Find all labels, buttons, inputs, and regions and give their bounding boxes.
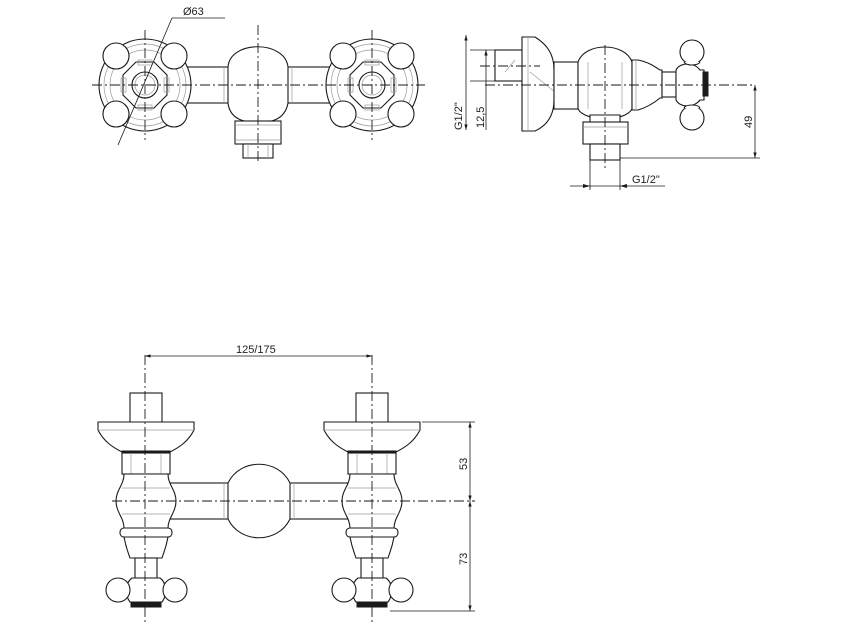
side-offset-label: 12,5	[475, 107, 487, 128]
front-view: 125/175 53 73	[97, 344, 475, 625]
diameter-dimension: Ø63	[117, 6, 225, 146]
centre-distance-dimension: 125/175	[145, 344, 372, 358]
height-lower-label: 73	[458, 553, 470, 565]
centre-distance-label: 125/175	[236, 344, 276, 356]
side-view: G1/2" 12,5 49 G1/2"	[453, 35, 760, 190]
diameter-label: Ø63	[183, 6, 204, 18]
height-dimensions: 53 73	[390, 421, 475, 612]
side-inlet-dimension: G1/2"	[453, 35, 468, 130]
front-view-left-valve	[97, 392, 195, 608]
height-upper-label: 53	[458, 458, 470, 470]
side-outlet-thread-label: G1/2"	[632, 174, 660, 186]
side-height-dimension: 49	[620, 85, 760, 159]
top-view: Ø63	[92, 6, 425, 162]
side-outlet-dimension: G1/2"	[570, 160, 665, 190]
side-height-label: 49	[743, 116, 755, 128]
side-offset-dimension: 12,5	[475, 50, 488, 130]
side-inlet-thread-label: G1/2"	[453, 102, 465, 130]
